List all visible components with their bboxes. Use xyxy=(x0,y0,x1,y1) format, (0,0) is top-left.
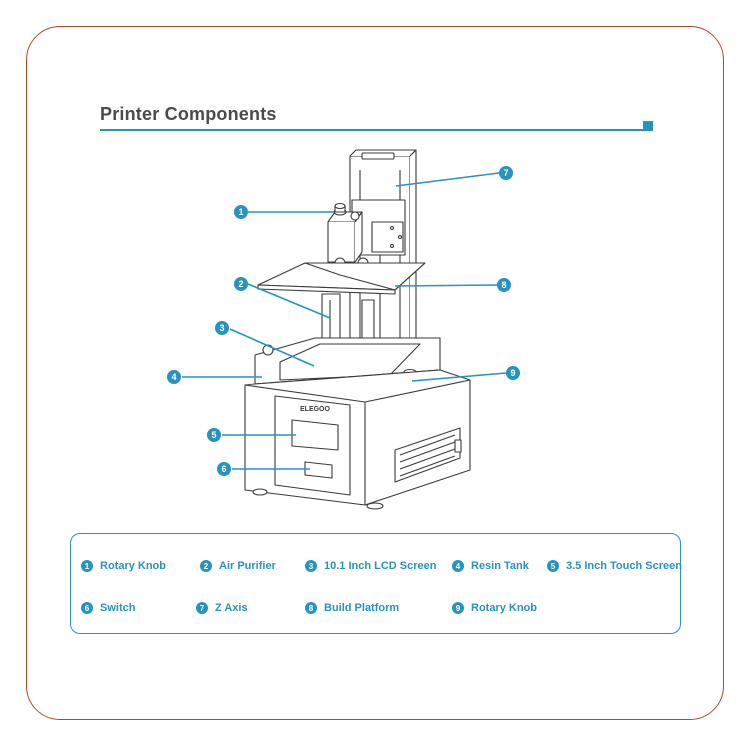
legend-label: Rotary Knob xyxy=(471,602,537,614)
legend-number-badge: 1 xyxy=(81,560,93,572)
callout-badge-2: 2 xyxy=(234,277,248,291)
legend-number-badge: 3 xyxy=(305,560,317,572)
title-square-marker xyxy=(643,121,653,131)
build-platform xyxy=(257,262,426,295)
callout-lines xyxy=(182,172,507,470)
page-title: Printer Components xyxy=(100,104,277,124)
legend-label: Switch xyxy=(100,602,136,614)
legend-number-badge: 6 xyxy=(81,602,93,614)
legend-item-9: 9 Rotary Knob xyxy=(452,600,537,616)
legend-label: 10.1 Inch LCD Screen xyxy=(324,560,437,572)
legend-item-2: 2 Air Purifier xyxy=(200,558,276,574)
svg-text:7: 7 xyxy=(503,168,508,178)
legend-item-8: 8 Build Platform xyxy=(305,600,399,616)
callout-badge-7: 7 xyxy=(499,166,513,180)
title-underline xyxy=(100,129,653,131)
legend-item-3: 3 10.1 Inch LCD Screen xyxy=(305,558,437,574)
svg-text:9: 9 xyxy=(510,368,515,378)
legend-number-badge: 7 xyxy=(196,602,208,614)
brand-mark: ELEGOO xyxy=(300,406,331,413)
legend-label: 3.5 Inch Touch Screen xyxy=(566,560,682,572)
legend-label: Build Platform xyxy=(324,602,400,614)
svg-text:6: 6 xyxy=(221,464,226,474)
svg-text:3: 3 xyxy=(219,323,224,333)
legend-label: Resin Tank xyxy=(471,560,529,572)
legend-item-5: 5 3.5 Inch Touch Screen xyxy=(547,558,682,574)
legend-number-badge: 9 xyxy=(452,602,464,614)
callout-badge-9: 9 xyxy=(506,366,520,380)
legend-item-6: 6 Switch xyxy=(81,600,135,616)
callout-badge-8: 8 xyxy=(497,278,511,292)
legend-label: Z Axis xyxy=(215,602,248,614)
callout-badge-3: 3 xyxy=(215,321,229,335)
svg-text:5: 5 xyxy=(211,430,216,440)
callout-badge-6: 6 xyxy=(217,462,231,476)
callout-badges: 1 2 3 4 5 6 7 8 xyxy=(167,166,520,476)
callout-badge-5: 5 xyxy=(207,428,221,442)
legend-item-7: 7 Z Axis xyxy=(196,600,248,616)
z-axis-column xyxy=(349,149,417,363)
svg-text:1: 1 xyxy=(238,207,243,217)
legend-label: Air Purifier xyxy=(219,560,276,572)
legend-item-1: 1 Rotary Knob xyxy=(81,558,166,574)
printer-illustration: ELEGOO 1 2 3 4 5 xyxy=(167,149,520,510)
components-legend: 1 Rotary Knob 2 Air Purifier 3 10.1 Inch… xyxy=(70,533,682,634)
legend-item-4: 4 Resin Tank xyxy=(452,558,529,574)
legend-number-badge: 2 xyxy=(200,560,212,572)
page-frame xyxy=(26,26,724,720)
legend-number-badge: 5 xyxy=(547,560,559,572)
svg-text:8: 8 xyxy=(501,280,506,290)
legend-label: Rotary Knob xyxy=(100,560,166,572)
z-carriage xyxy=(351,199,406,256)
svg-text:2: 2 xyxy=(238,279,243,289)
printer-base xyxy=(244,369,471,510)
legend-number-badge: 4 xyxy=(452,560,464,572)
callout-badge-1: 1 xyxy=(234,205,248,219)
callout-badge-4: 4 xyxy=(167,370,181,384)
svg-text:4: 4 xyxy=(171,372,176,382)
legend-number-badge: 8 xyxy=(305,602,317,614)
